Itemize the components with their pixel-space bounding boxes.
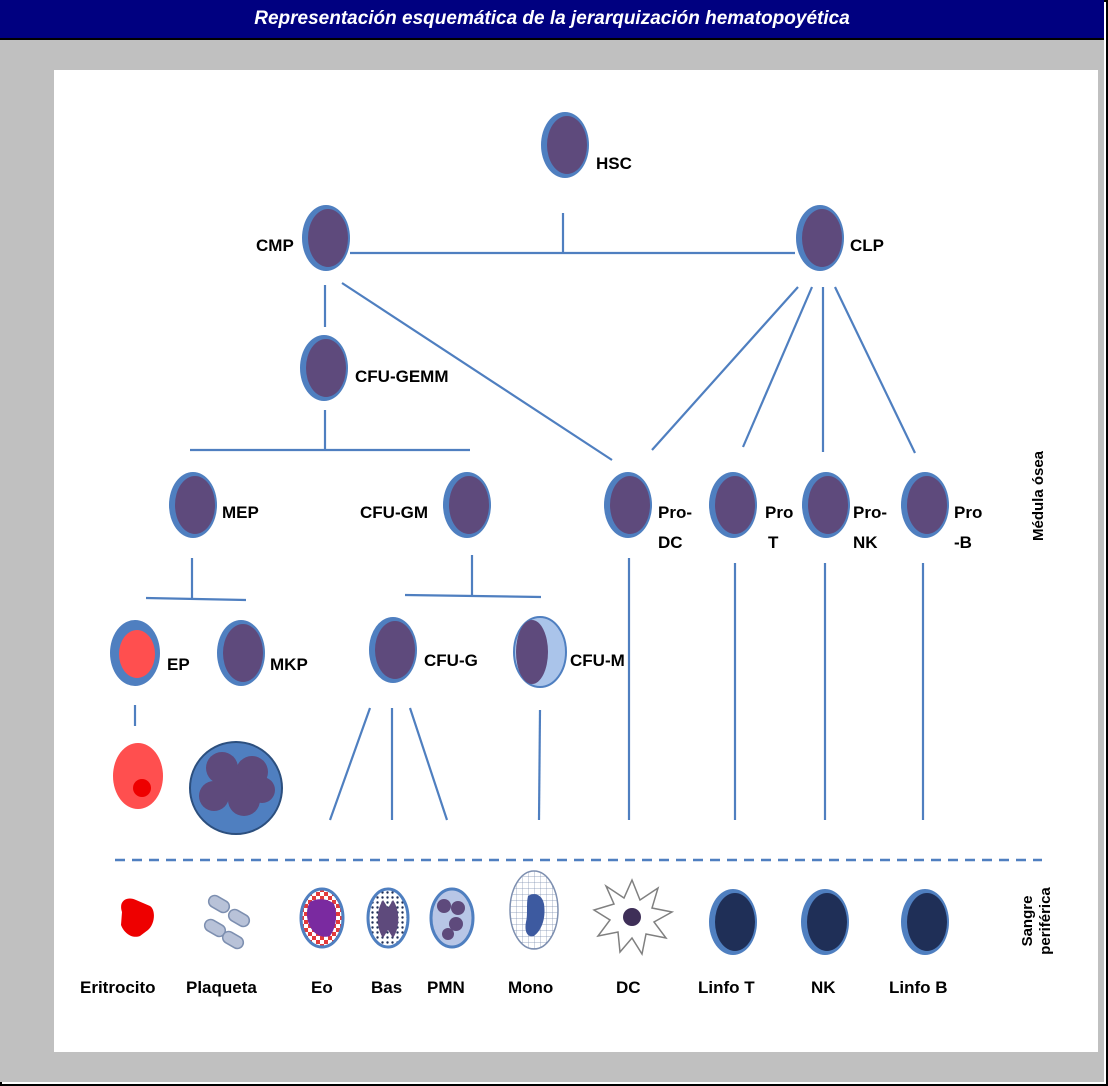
cell-pro-b <box>901 472 949 538</box>
cell-pro-t <box>709 472 757 538</box>
label-cfu-gemm: CFU-GEMM <box>355 367 448 386</box>
cell-pro-nk <box>802 472 850 538</box>
label-linfo-t: Linfo T <box>698 978 755 997</box>
erythrocyte-icon <box>121 898 154 937</box>
label-nk: NK <box>811 978 836 997</box>
label-pro-t-line2: T <box>768 533 779 552</box>
label-pro-b-line2: -B <box>954 533 972 552</box>
label-bas: Bas <box>371 978 402 997</box>
cfu-gm-bar <box>404 593 542 599</box>
figure-title: Representación esquemática de la jerarqu… <box>254 8 850 29</box>
erythroblast-icon <box>113 743 163 809</box>
cell-mkp <box>217 620 265 686</box>
cell-cfu-gemm <box>300 335 348 401</box>
label-pro-b-line1: Pro <box>954 503 982 522</box>
label-pro-t-line1: Pro <box>765 503 793 522</box>
mep-bar <box>145 596 247 602</box>
clp-to-pro-b <box>834 286 916 454</box>
cell-ep <box>110 620 160 686</box>
label-cfu-m: CFU-M <box>570 651 625 670</box>
label-dc: DC <box>616 978 641 997</box>
label-pmn: PMN <box>427 978 465 997</box>
label-sangre: Sangre <box>1019 896 1036 947</box>
cell-cmp <box>302 205 350 271</box>
label-pro-dc-line2: DC <box>658 533 683 552</box>
cell-hsc <box>541 112 589 178</box>
label-eo: Eo <box>311 978 333 997</box>
label-medula-osea: Médula ósea <box>1030 450 1047 541</box>
label-mep: MEP <box>222 503 259 522</box>
label-pro-nk-line2: NK <box>853 533 878 552</box>
cell-cfu-g <box>369 617 417 683</box>
label-plaqueta: Plaqueta <box>186 978 257 997</box>
nk-cell-icon <box>801 889 849 955</box>
clp-to-pro-t <box>741 286 814 448</box>
label-periferica: periférica <box>1037 887 1054 955</box>
label-pro-nk-line1: Pro- <box>853 503 887 522</box>
cfu-g-to-pmn <box>408 707 449 821</box>
label-hsc: HSC <box>596 154 632 173</box>
cell-clp <box>796 205 844 271</box>
label-clp: CLP <box>850 236 884 255</box>
label-ep: EP <box>167 655 190 674</box>
cfu-m-to-mono <box>537 709 542 821</box>
basophil-icon <box>366 887 410 949</box>
neutrophil-icon <box>429 887 475 949</box>
label-cmp: CMP <box>256 236 294 255</box>
monocyte-icon <box>509 870 559 950</box>
label-linfo-b: Linfo B <box>889 978 948 997</box>
cell-mep <box>169 472 217 538</box>
megakaryocyte-icon <box>189 741 283 835</box>
cell-cfu-gm <box>443 472 491 538</box>
clp-to-pro-dc <box>651 286 799 451</box>
title-bar: Representación esquemática de la jerarqu… <box>0 0 1104 40</box>
label-pro-dc-line1: Pro- <box>658 503 692 522</box>
platelet-icon <box>203 894 251 950</box>
label-cfu-g: CFU-G <box>424 651 478 670</box>
cmp-to-pro-dc <box>341 282 613 461</box>
diagram-panel <box>54 70 1098 1052</box>
eosinophil-icon <box>299 887 345 949</box>
tree-connectors <box>133 213 925 821</box>
b-lymphocyte-icon <box>901 889 949 955</box>
label-mkp: MKP <box>270 655 308 674</box>
label-mono: Mono <box>508 978 553 997</box>
label-eritrocito: Eritrocito <box>80 978 156 997</box>
cell-cfu-m <box>513 616 567 688</box>
dendritic-cell-icon <box>592 878 675 956</box>
cell-pro-dc <box>604 472 652 538</box>
cfu-g-to-eo <box>328 707 372 821</box>
t-lymphocyte-icon <box>709 889 757 955</box>
label-cfu-gm: CFU-GM <box>360 503 428 522</box>
